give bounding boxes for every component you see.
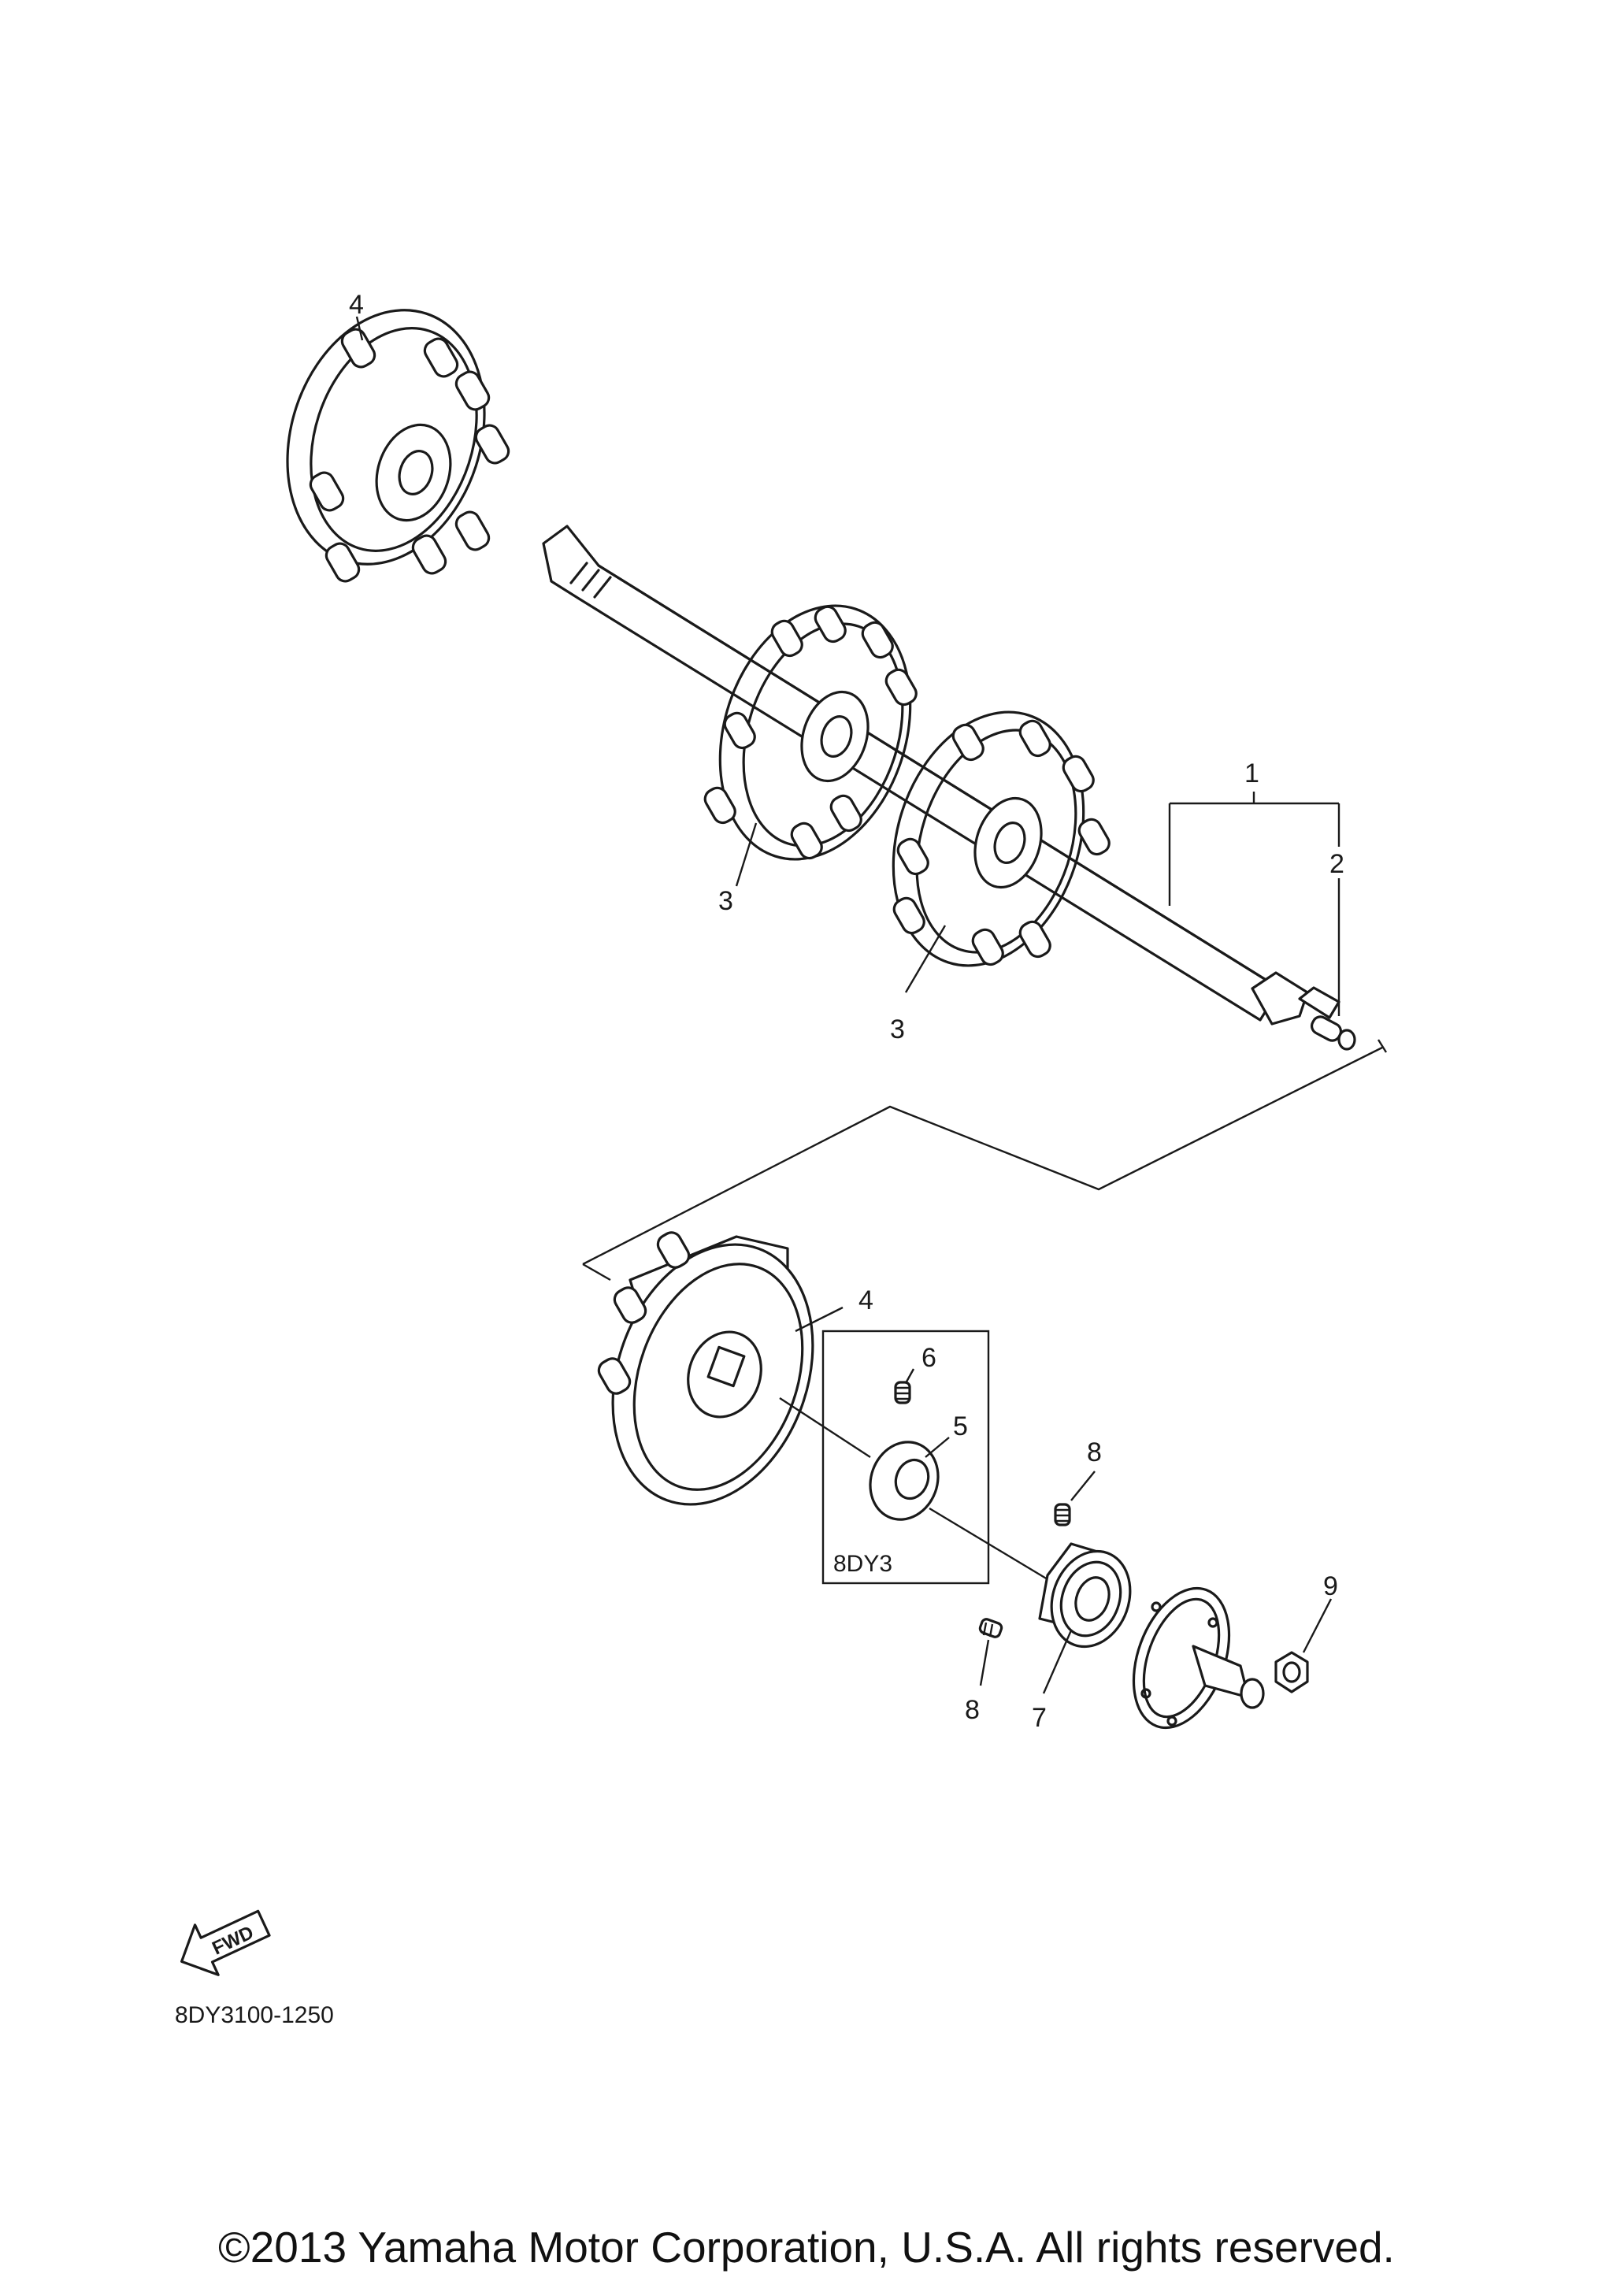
drive-axle-shaft <box>542 525 1340 1026</box>
assembly-axis-a <box>779 1397 871 1459</box>
track-sprocket-1 <box>703 604 918 861</box>
callout-bracket-1-2 <box>1168 792 1340 1016</box>
callout-leaders <box>355 316 1333 1694</box>
set-screw-part-8-side <box>978 1618 1003 1638</box>
track-sprocket-2 <box>892 710 1111 967</box>
set-screw-part-6 <box>894 1381 911 1404</box>
callout-6: 6 <box>921 1343 936 1373</box>
callout-7: 7 <box>1032 1703 1047 1733</box>
assembly-axis-b <box>929 1507 1048 1581</box>
callout-8b: 8 <box>965 1695 980 1725</box>
collar-part-5 <box>869 1441 940 1521</box>
callout-5: 5 <box>953 1411 968 1441</box>
callout-4b: 4 <box>858 1285 873 1315</box>
drive-sprocket-outer-top <box>286 309 510 583</box>
variant-box-label: 8DY3 <box>833 1551 892 1577</box>
copyright-notice: ©2013 Yamaha Motor Corporation, U.S.A. A… <box>218 2223 1395 2272</box>
figure-code: 8DY3100-1250 <box>175 2002 334 2028</box>
variant-box-8dy3: 8DY3 <box>821 1330 990 1585</box>
shaft-end-plug <box>1310 1015 1356 1051</box>
callout-2: 2 <box>1329 849 1344 879</box>
callout-1: 1 <box>1244 759 1259 788</box>
hub-flange <box>1132 1586 1265 1730</box>
drive-sprocket-outer-bottom <box>597 1231 814 1506</box>
set-screw-part-8-top <box>1054 1503 1071 1526</box>
callout-3a: 3 <box>718 886 733 916</box>
callout-8a: 8 <box>1087 1437 1102 1467</box>
assembly-leader-line <box>582 1039 1388 1282</box>
fwd-arrow-icon: FWD <box>180 1909 271 1976</box>
nut-part-9 <box>1274 1651 1309 1693</box>
callout-9: 9 <box>1323 1571 1338 1601</box>
callout-3b: 3 <box>890 1014 905 1044</box>
callout-4a: 4 <box>349 290 364 320</box>
bearing-part-7 <box>1038 1542 1132 1649</box>
